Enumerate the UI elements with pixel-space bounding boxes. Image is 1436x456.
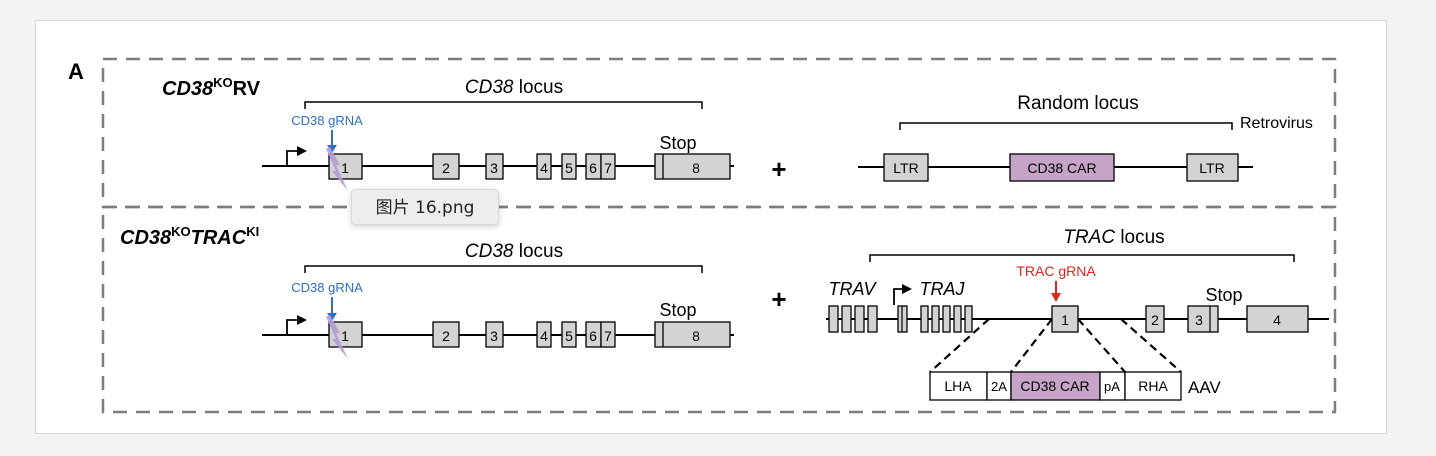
promoter-arrow [286, 146, 307, 166]
retrovirus-label: Retrovirus [1240, 115, 1313, 132]
aav-label: AAV [1188, 378, 1221, 397]
row1-retrovirus-construct: LTR CD38 CAR LTR [858, 153, 1253, 182]
svg-text:CD38 CAR: CD38 CAR [1027, 160, 1096, 176]
filename-tooltip: 图片 16.png [351, 189, 499, 225]
svg-text:4: 4 [1273, 312, 1281, 328]
svg-text:LHA: LHA [944, 378, 972, 394]
row2-left-locus-label: CD38 locus [465, 241, 563, 262]
svg-text:2: 2 [442, 328, 450, 344]
svg-text:7: 7 [604, 328, 612, 344]
svg-text:2: 2 [442, 160, 450, 176]
svg-text:4: 4 [540, 328, 548, 344]
svg-text:7: 7 [604, 160, 612, 176]
trac-grna-label: TRAC gRNA [1016, 263, 1096, 279]
svg-text:1: 1 [1061, 312, 1069, 328]
traj-label: TRAJ [920, 279, 966, 299]
cut-lightning-icon [326, 147, 348, 191]
svg-text:2: 2 [1151, 312, 1159, 328]
panel-letter: A [68, 59, 84, 84]
row2-left-locus-bracket [304, 265, 703, 273]
promoter-arrow [893, 284, 912, 305]
svg-text:5: 5 [565, 160, 573, 176]
row1-title-suffix: RV [233, 78, 261, 100]
row2-title: CD38KOTRACKI [120, 224, 259, 249]
row1-title: CD38KORV [162, 75, 261, 100]
row1-right-locus-bracket [899, 122, 1233, 130]
row2-plus: + [771, 284, 786, 314]
svg-text:RHA: RHA [1138, 378, 1168, 394]
row1-title-sup: KO [213, 75, 233, 90]
row2-trac-locus: TRAV TRAJ TRAC gRNA 1 2 3 Stop 4 [826, 263, 1329, 333]
row1-left-locus-bracket [304, 101, 703, 109]
cut-lightning-icon [326, 315, 348, 359]
svg-text:1: 1 [341, 160, 349, 176]
trav-label: TRAV [828, 279, 877, 299]
row2-right-locus-bracket [869, 254, 1295, 262]
svg-text:8: 8 [692, 160, 700, 176]
svg-text:1: 1 [341, 328, 349, 344]
svg-text:4: 4 [540, 160, 548, 176]
figure-card: A CD38KORV CD38 locus CD38 gRNA 1 2 3 4 … [35, 20, 1387, 434]
row1-plus: + [771, 154, 786, 184]
row2-grna-label: CD38 gRNA [291, 280, 363, 295]
svg-text:LTR: LTR [1199, 160, 1224, 176]
row1-dashed-frame [101, 57, 1337, 209]
svg-text:6: 6 [589, 160, 597, 176]
svg-text:6: 6 [589, 328, 597, 344]
svg-text:LTR: LTR [893, 160, 918, 176]
row2-dashed-frame [101, 205, 1337, 414]
svg-text:3: 3 [490, 328, 498, 344]
row1-grna-label: CD38 gRNA [291, 113, 363, 128]
svg-text:2A: 2A [991, 379, 1007, 394]
row1-cd38-locus: CD38 gRNA 1 2 3 4 5 6 7 8 Stop [262, 113, 734, 191]
row1-right-locus-label: Random locus [1017, 93, 1138, 114]
svg-text:pA: pA [1104, 379, 1120, 394]
row2-stop-label: Stop [659, 300, 696, 320]
svg-text:5: 5 [565, 328, 573, 344]
svg-text:3: 3 [1195, 312, 1203, 328]
aav-donor-construct: LHA 2A CD38 CAR pA RHA AAV [929, 371, 1221, 401]
row1-title-gene: CD38 [162, 78, 214, 100]
row1-stop-label: Stop [659, 133, 696, 153]
svg-text:3: 3 [490, 160, 498, 176]
row2-right-locus-label: TRAC locus [1063, 227, 1164, 248]
trac-stop-label: Stop [1205, 285, 1242, 305]
row2-cd38-locus: CD38 gRNA 1 2 3 4 5 6 7 8 Stop [262, 280, 734, 359]
promoter-arrow [286, 315, 307, 335]
svg-text:CD38 CAR: CD38 CAR [1020, 378, 1089, 394]
row1-left-locus-label: CD38 locus [465, 77, 563, 98]
homology-dashed-lines [929, 318, 1182, 373]
svg-text:8: 8 [692, 328, 700, 344]
diagram-canvas: A CD38KORV CD38 locus CD38 gRNA 1 2 3 4 … [68, 57, 1337, 414]
